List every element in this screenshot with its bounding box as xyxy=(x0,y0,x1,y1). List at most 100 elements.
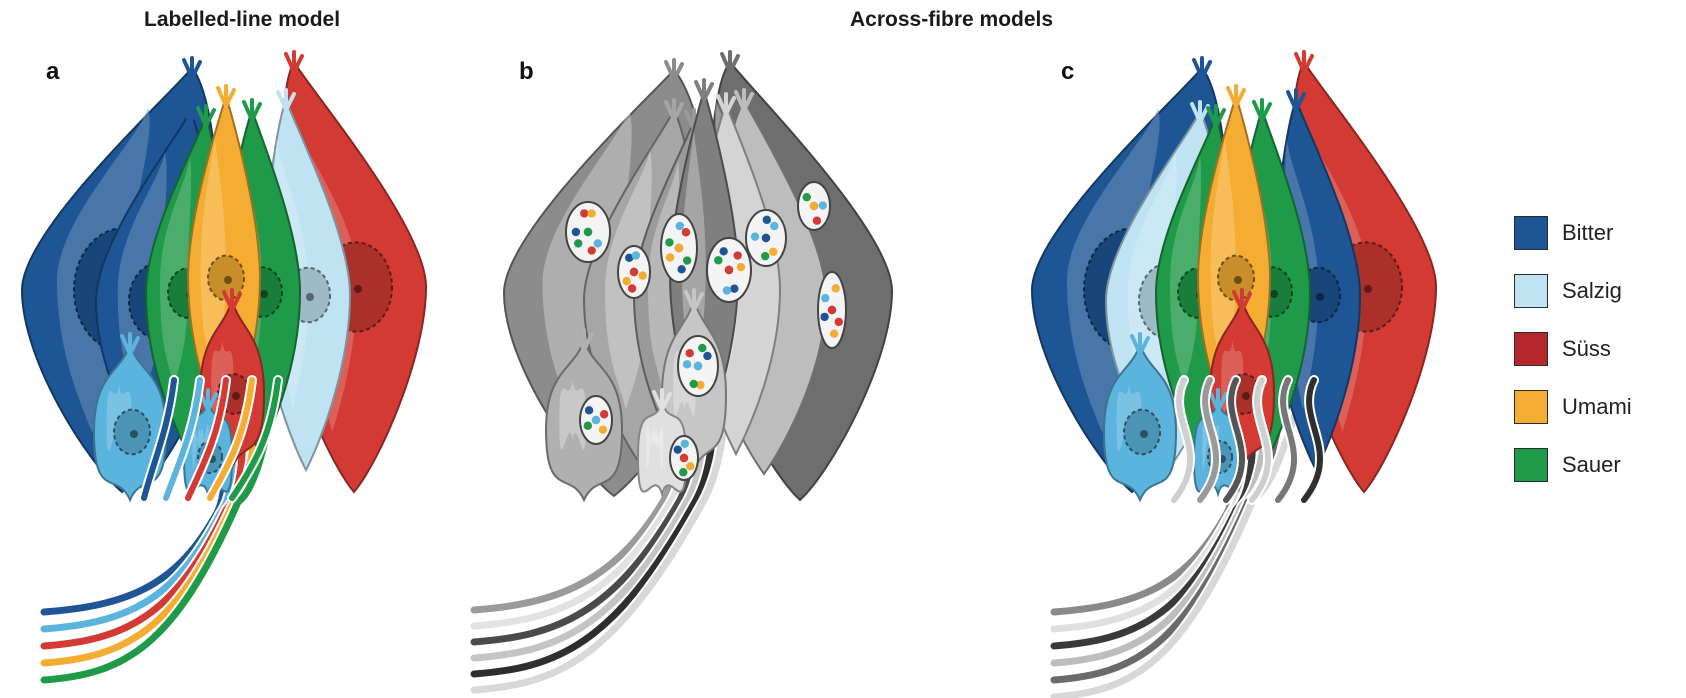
receptor-dot xyxy=(580,209,589,218)
microvilli xyxy=(1232,288,1252,312)
cell-highlight xyxy=(559,380,586,450)
legend-swatch xyxy=(1514,390,1548,424)
nerve-ending xyxy=(1249,377,1272,503)
receptor-dot xyxy=(703,351,712,361)
legend-label: Umami xyxy=(1562,394,1632,419)
receptor-dot xyxy=(698,343,707,353)
receptor-dot xyxy=(627,284,637,293)
receptor-dot xyxy=(677,265,686,274)
receptor-dot xyxy=(625,253,634,262)
microvilli xyxy=(1294,50,1314,74)
receptor-dot xyxy=(674,243,684,253)
receptor-dot xyxy=(638,271,647,280)
receptor-dot xyxy=(750,232,760,241)
receptor-dot xyxy=(719,247,728,256)
microvilli xyxy=(1208,388,1228,412)
nerve-ending xyxy=(207,377,255,501)
receptor-dot xyxy=(696,380,705,390)
nerve-ending xyxy=(141,377,177,501)
microvilli xyxy=(1226,84,1246,108)
nucleolus xyxy=(130,430,138,438)
receptor-dot xyxy=(761,233,771,243)
receptor-dot xyxy=(722,286,732,295)
receptor-dot xyxy=(583,227,593,237)
legend-label: Süss xyxy=(1562,336,1611,361)
microvilli xyxy=(182,56,202,80)
microvilli xyxy=(1130,332,1150,356)
microvilli xyxy=(1252,98,1272,122)
receptor-dot xyxy=(629,267,639,277)
cell-highlight xyxy=(1210,136,1236,380)
receptor-dot xyxy=(587,246,596,255)
receptor-dot xyxy=(680,439,689,448)
receptor-dot xyxy=(829,329,839,338)
receptor-dot xyxy=(598,425,608,434)
receptor-dot xyxy=(631,251,641,260)
receptor-dot xyxy=(681,228,691,237)
receptor-dot xyxy=(584,406,594,415)
nucleolus xyxy=(260,290,268,298)
nerve-fibre xyxy=(470,386,732,694)
receptor-dot xyxy=(574,239,583,248)
receptor-dot xyxy=(809,201,819,211)
microvilli xyxy=(574,328,594,352)
receptor-dot xyxy=(834,317,843,327)
receptor-dot xyxy=(571,227,581,237)
receptor-dot xyxy=(673,445,682,454)
microvilli xyxy=(242,98,262,122)
receptor-dot xyxy=(599,410,609,419)
nucleolus xyxy=(1316,293,1324,301)
legend-label: Bitter xyxy=(1562,220,1614,245)
receptor-dot xyxy=(827,305,837,315)
receptor-dot xyxy=(736,262,746,272)
nucleolus xyxy=(1140,430,1148,438)
receptor-dot xyxy=(675,221,684,231)
microvilli xyxy=(276,88,296,112)
nucleolus xyxy=(1242,392,1250,400)
receptor-dot xyxy=(587,209,596,218)
legend-item: Bitter xyxy=(1514,204,1632,262)
panel-c-label: c xyxy=(1061,58,1075,85)
labelled-line-heading: Labelled-line model xyxy=(144,8,341,31)
microvilli xyxy=(216,84,236,108)
microvilli xyxy=(196,104,216,128)
receptor-dot xyxy=(762,215,772,225)
receptor-dot xyxy=(733,251,742,260)
receptor-dot xyxy=(770,221,779,231)
nucleolus xyxy=(1270,290,1278,298)
legend-label: Salzig xyxy=(1562,278,1622,303)
microvilli xyxy=(652,388,672,412)
legend-item: Sauer xyxy=(1514,436,1632,494)
microvilli xyxy=(120,332,140,356)
legend-label: Sauer xyxy=(1562,452,1621,477)
receptor-dot xyxy=(730,284,739,293)
nerve-ending xyxy=(1301,377,1324,503)
receptor-dot xyxy=(593,239,602,248)
receptor-dot xyxy=(689,379,698,389)
microvilli xyxy=(716,92,736,116)
receptor-dot xyxy=(821,293,830,303)
receptor-dot xyxy=(682,256,692,265)
receptor-dot xyxy=(682,360,692,369)
receptor-dot xyxy=(820,312,829,322)
microvilli xyxy=(664,98,684,122)
nerve-ending xyxy=(1275,377,1298,503)
nerve-ending xyxy=(1223,377,1246,503)
receptor-dot xyxy=(685,348,694,358)
receptor-dot xyxy=(812,216,822,225)
nerve-ending xyxy=(1171,377,1194,503)
panel-a-label: a xyxy=(46,58,60,85)
microvilli xyxy=(1286,88,1306,112)
legend-item: Salzig xyxy=(1514,262,1632,320)
microvilli xyxy=(684,288,704,312)
receptor-dot xyxy=(831,284,840,293)
nerve-ending xyxy=(185,377,229,501)
receptor-dot xyxy=(679,468,688,477)
nerve-ending xyxy=(1197,377,1220,503)
across-fibre-heading: Across-fibre models xyxy=(850,8,1054,31)
microvilli xyxy=(284,50,304,74)
receptor-dot xyxy=(724,265,734,275)
nerve-ending xyxy=(229,377,281,501)
